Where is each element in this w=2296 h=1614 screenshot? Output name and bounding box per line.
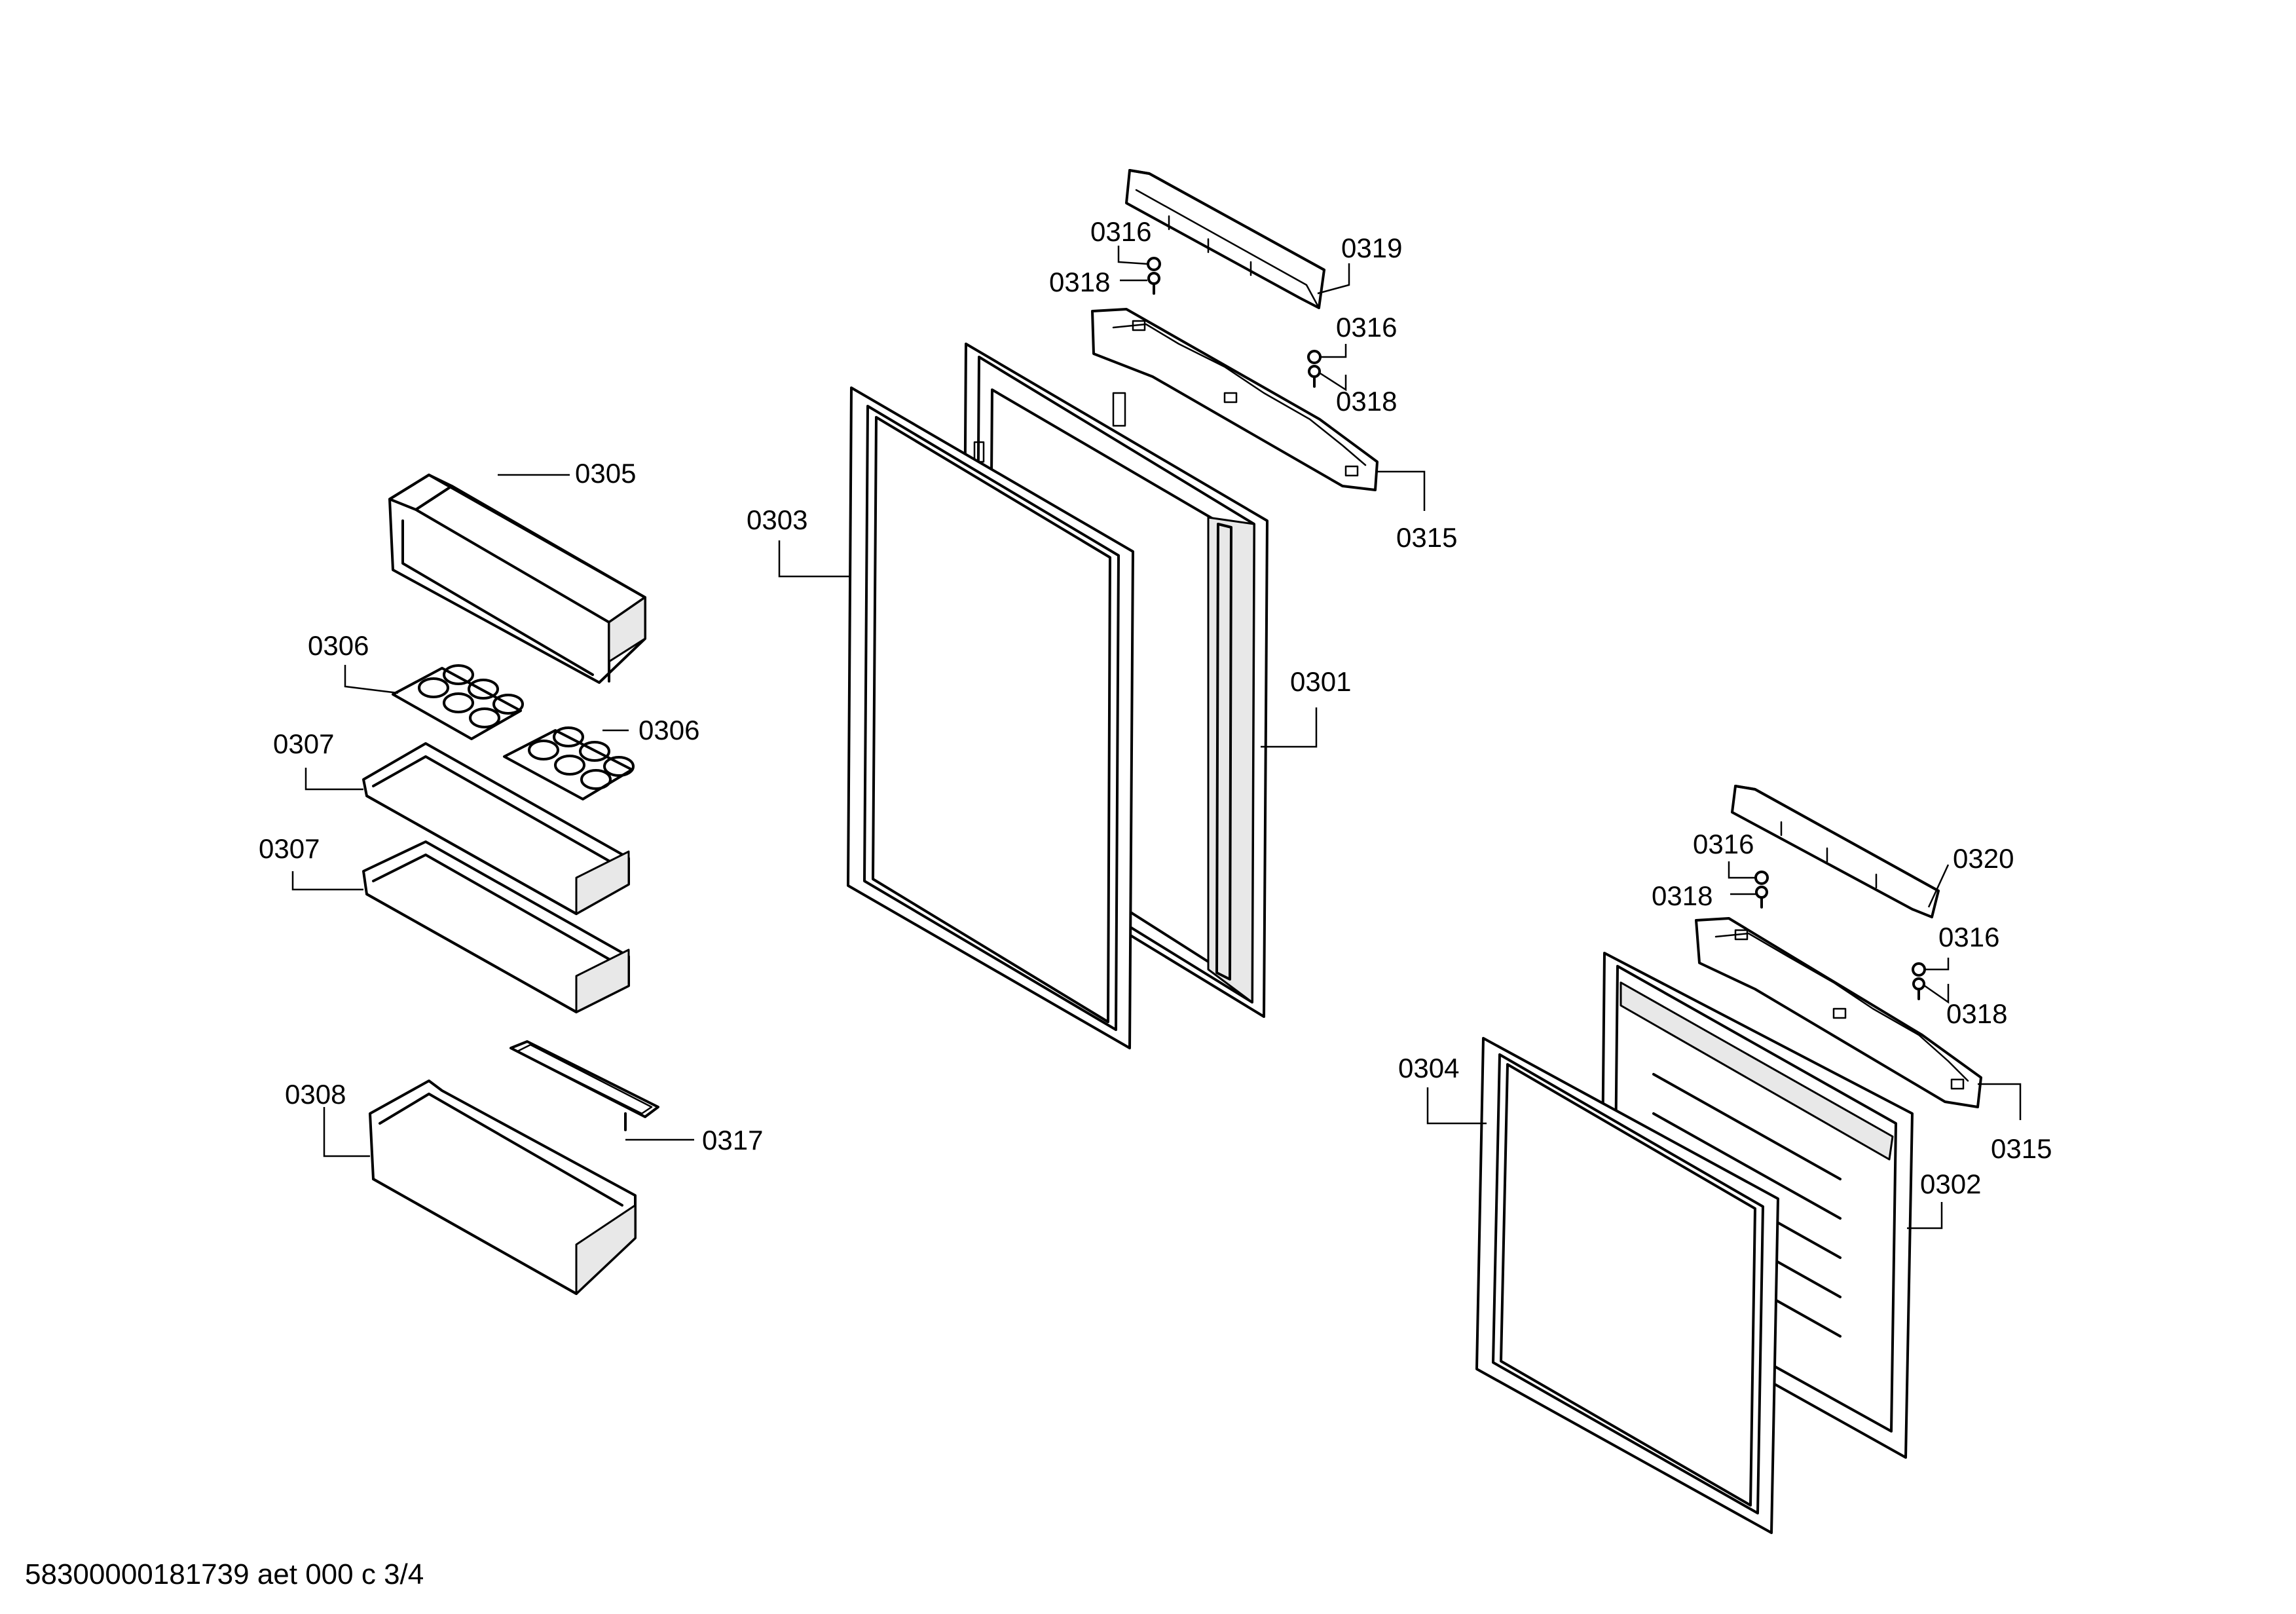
part-0305-butter-compartment[interactable]	[388, 474, 646, 684]
label-0306[interactable]: 0306	[639, 715, 699, 745]
part-0320-door-top-cover-lower[interactable]	[1731, 785, 1940, 918]
part-0319-door-top-cover[interactable]	[1125, 169, 1325, 309]
part-0315-hinge-bracket-upper[interactable]	[1091, 308, 1379, 491]
label-0303[interactable]: 0303	[747, 504, 807, 535]
part-0307-door-shelf-1[interactable]	[362, 742, 630, 915]
label-0318[interactable]: 0318	[1336, 386, 1397, 417]
label-0308[interactable]: 0308	[285, 1079, 346, 1110]
leader-lines	[291, 246, 2022, 1229]
part-0316-screw-lower-1[interactable]	[1754, 871, 1769, 909]
part-labels: 0319 0316 0318 0316 0318 0315 0305 0303 …	[259, 216, 2052, 1199]
label-0304[interactable]: 0304	[1398, 1053, 1459, 1083]
label-0320[interactable]: 0320	[1953, 843, 2014, 874]
label-0307[interactable]: 0307	[273, 728, 334, 759]
part-0306-egg-tray-left[interactable]	[392, 664, 524, 740]
label-0315[interactable]: 0315	[1991, 1133, 2052, 1164]
label-0316[interactable]: 0316	[1090, 216, 1151, 247]
label-0316[interactable]: 0316	[1938, 922, 1999, 952]
label-0315[interactable]: 0315	[1396, 522, 1457, 553]
part-0306-egg-tray-right[interactable]	[503, 726, 635, 800]
label-0318[interactable]: 0318	[1946, 998, 2007, 1029]
label-0317[interactable]: 0317	[702, 1125, 763, 1155]
label-0319[interactable]: 0319	[1341, 233, 1402, 263]
label-0307[interactable]: 0307	[259, 833, 320, 864]
part-0316-screw-upper-2[interactable]	[1307, 350, 1322, 388]
diagram-reference-code: 58300000181739 aet 000 c 3/4	[25, 1558, 424, 1590]
part-0316-screw-upper-1[interactable]	[1147, 257, 1161, 295]
label-0318[interactable]: 0318	[1049, 267, 1110, 297]
label-0305[interactable]: 0305	[575, 458, 636, 489]
part-0307-door-shelf-2[interactable]	[362, 840, 630, 1013]
part-0308-bottle-shelf[interactable]	[369, 1079, 637, 1295]
label-0316[interactable]: 0316	[1336, 312, 1397, 343]
part-0317-shelf-clip[interactable]	[509, 1040, 659, 1131]
label-0302[interactable]: 0302	[1920, 1169, 1981, 1199]
label-0318[interactable]: 0318	[1652, 880, 1713, 911]
part-0304-door-gasket-lower[interactable]	[1475, 1037, 1779, 1534]
label-0301[interactable]: 0301	[1290, 666, 1351, 697]
part-0315-hinge-bracket-lower[interactable]	[1695, 917, 1982, 1108]
part-0303-door-gasket-upper[interactable]	[847, 386, 1134, 1049]
label-0306[interactable]: 0306	[308, 630, 369, 661]
label-0316[interactable]: 0316	[1693, 829, 1754, 859]
part-0316-screw-lower-2[interactable]	[1912, 962, 1926, 1000]
